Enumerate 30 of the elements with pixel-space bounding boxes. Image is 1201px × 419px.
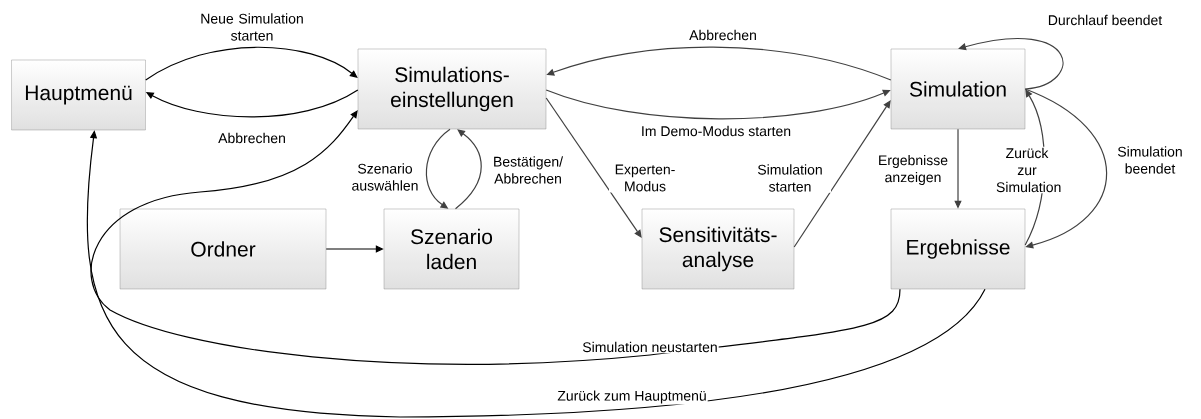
arrow (1024, 88, 1108, 249)
edge-label: Zurück zum Hauptmenü (556, 389, 708, 405)
edge-label: Zurück zur Simulation (995, 146, 1061, 194)
edge-label: Abbrechen (217, 131, 287, 145)
edge-label: Simulation neustarten (581, 340, 719, 354)
state-box: Ordner (119, 208, 327, 290)
state-box: Szenario laden (383, 208, 520, 290)
arrow (90, 110, 901, 365)
arrow (545, 89, 891, 120)
state-box: Sensitivitäts-analyse (641, 208, 795, 290)
state-box: Simulations-einstellungen (357, 48, 547, 130)
edge-label: Simulation beendet (1108, 145, 1192, 175)
edge-label: Durchlauf beendet (1046, 13, 1164, 27)
arrow (145, 46, 358, 81)
arrow (454, 129, 482, 210)
edge-label: Simulation starten (749, 163, 831, 193)
state-box: Hauptmenü (11, 59, 146, 131)
edge-label: Ergebnisse anzeigen (872, 153, 954, 186)
state-box: Simulation (890, 48, 1026, 130)
edge-label: Neue Simulation starten (193, 12, 311, 42)
edge-label: Experten-Modus (609, 163, 681, 193)
edge-label: Im Demo-Modus starten (639, 124, 793, 138)
edge-label: Bestätigen/Abbrechen (484, 155, 572, 185)
state-box: Ergebnisse (890, 208, 1026, 290)
arrow (425, 128, 451, 209)
arrow (793, 100, 891, 248)
arrow (958, 37, 1064, 90)
edge-label: Szenario auswählen (345, 162, 425, 192)
edge-label: Abbrechen (688, 28, 758, 42)
arrow (545, 97, 642, 238)
